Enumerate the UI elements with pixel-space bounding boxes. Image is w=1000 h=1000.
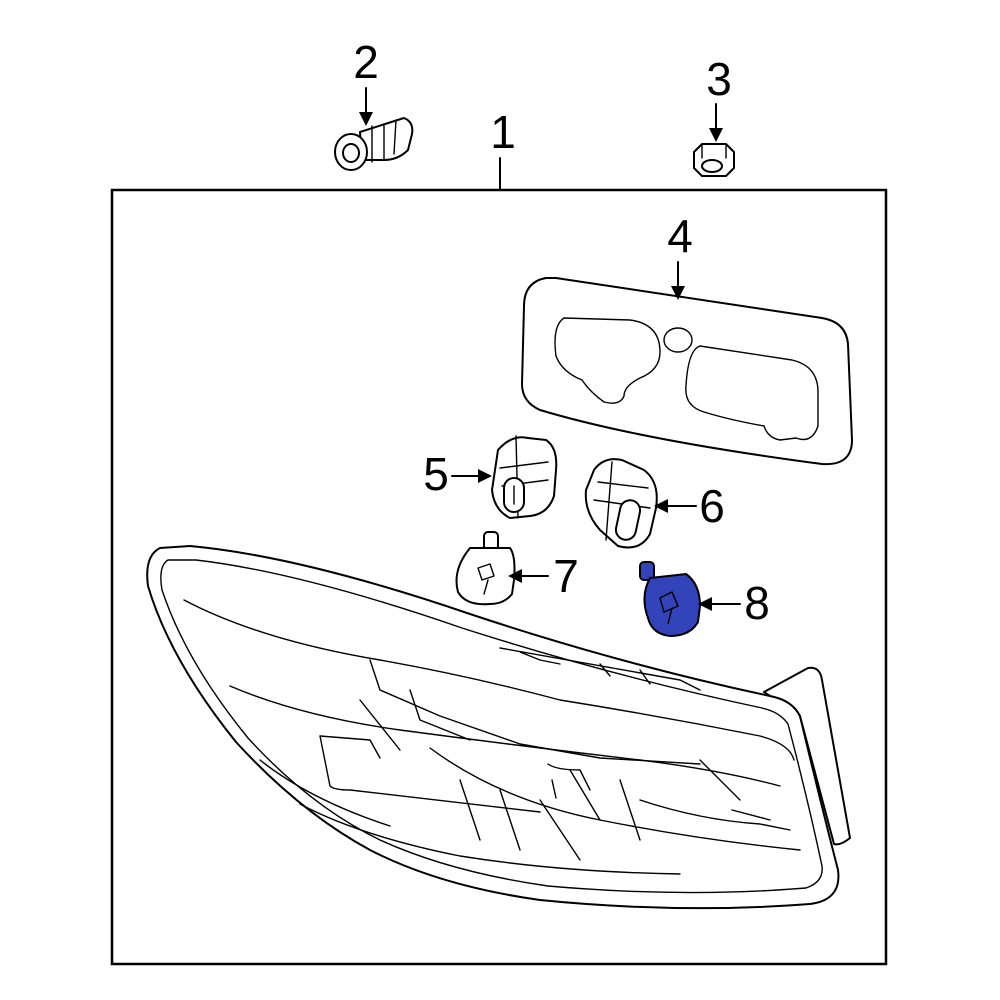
callout-3-label: 3 <box>706 53 732 105</box>
callout-2-arrowhead <box>359 112 373 126</box>
part-2-clip[interactable] <box>334 117 414 171</box>
callout-2-label: 2 <box>353 36 379 88</box>
callout-4-label: 4 <box>667 210 693 262</box>
part-7-bulb[interactable] <box>455 531 516 606</box>
part-6-socket[interactable] <box>584 458 658 549</box>
part-3-nut[interactable] <box>693 143 735 177</box>
callout-7-label: 7 <box>553 550 579 602</box>
callout-5-arrowhead <box>478 469 492 483</box>
callout-3-arrowhead <box>709 128 723 142</box>
callout-6-arrowhead <box>654 499 668 513</box>
callout-8-label: 8 <box>744 577 770 629</box>
part-1-tail-lamp[interactable] <box>146 545 851 910</box>
callout-5-label: 5 <box>423 448 449 500</box>
part-4-gasket[interactable] <box>521 277 853 466</box>
callout-8-arrowhead <box>698 597 712 611</box>
callout-1-label: 1 <box>490 106 516 158</box>
callout-4-arrowhead <box>671 286 685 300</box>
callout-7-arrowhead <box>508 569 522 583</box>
callout-6-label: 6 <box>699 480 725 532</box>
part-5-socket[interactable] <box>491 435 558 519</box>
part-8-bulb-highlighted[interactable] <box>639 561 702 638</box>
